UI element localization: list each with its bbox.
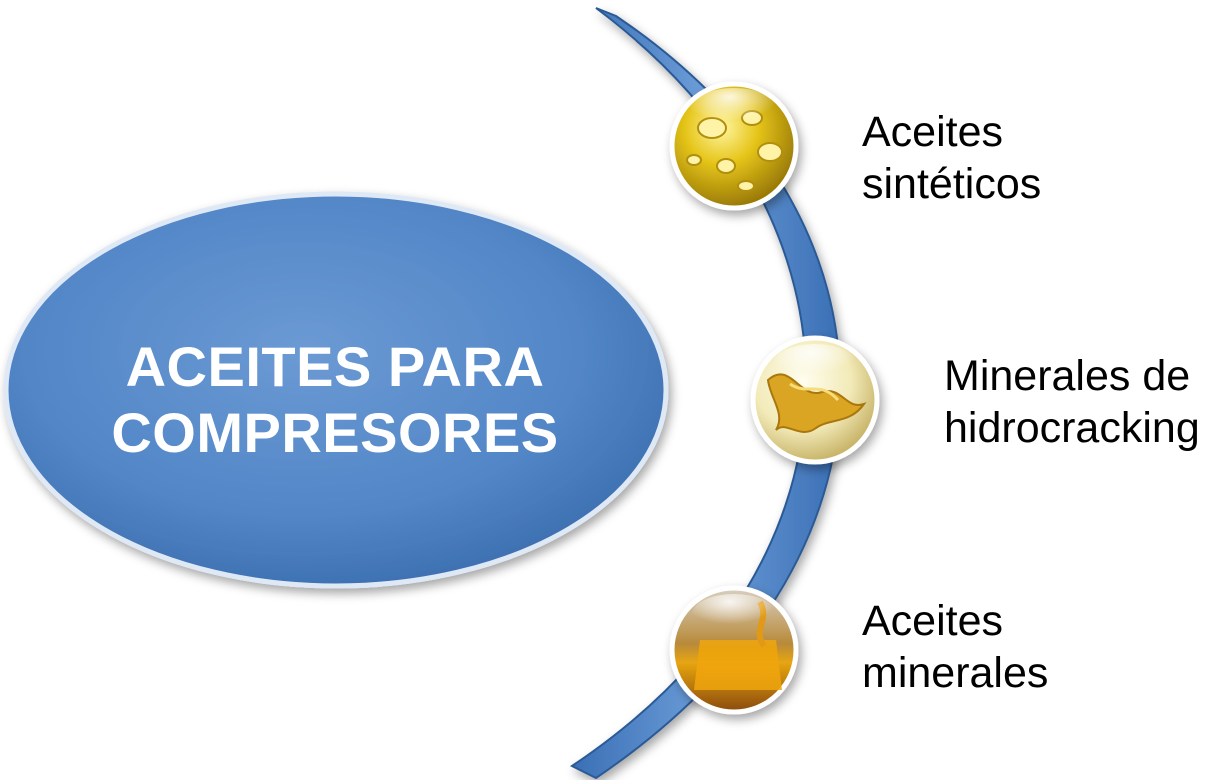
center-title-line-2: COMPRESORES (111, 401, 559, 464)
item-label-line: sintéticos (862, 160, 1042, 208)
item-label-line: Aceites (862, 108, 1004, 156)
amber-oil-pour-icon (669, 585, 799, 715)
oil-splash-icon (750, 335, 880, 465)
arc-band (570, 7, 841, 780)
yellow-oil-droplets-icon (669, 81, 799, 211)
central-ellipse (3, 191, 669, 589)
item-label-hydrocracking: Minerales de hidrocracking (944, 350, 1200, 454)
item-label-line: minerales (862, 649, 1049, 697)
item-label-line: Aceites (862, 597, 1004, 645)
center-title: ACEITES PARA COMPRESORES (100, 320, 570, 480)
item-label-mineral: Aceites minerales (862, 595, 1048, 699)
item-label-line: hidrocracking (944, 404, 1200, 452)
item-label-line: Minerales de (944, 352, 1191, 400)
center-title-line-1: ACEITES PARA (125, 335, 545, 398)
item-label-synthetic: Aceites sintéticos (862, 106, 1041, 210)
